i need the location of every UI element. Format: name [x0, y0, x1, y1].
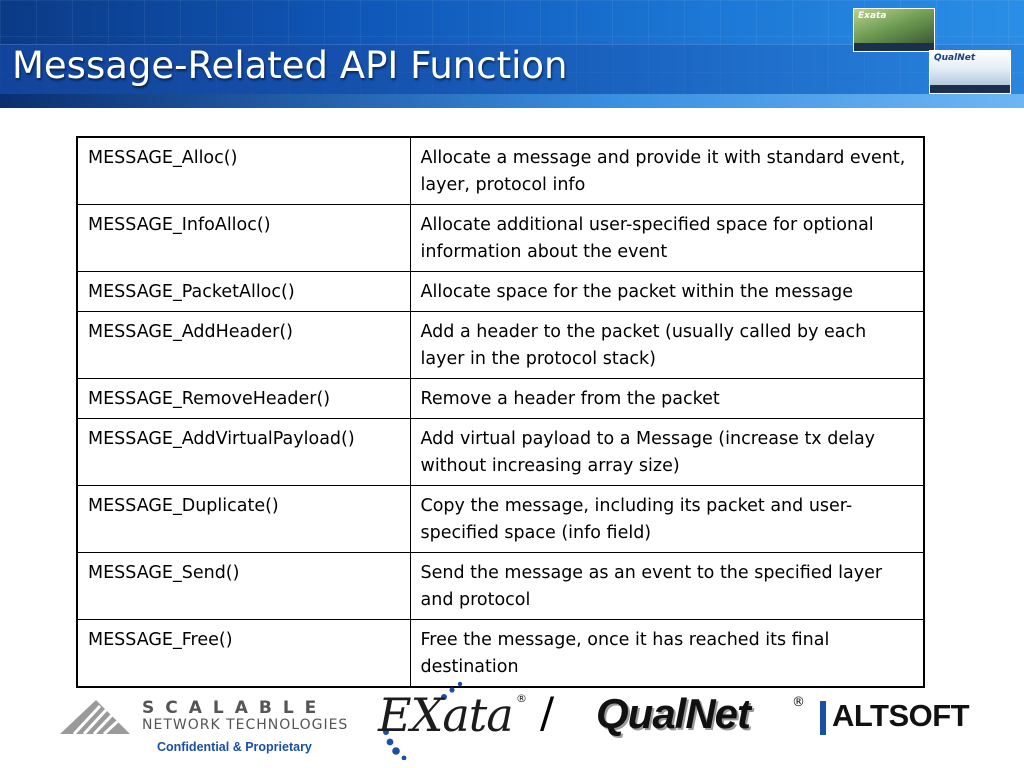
function-name-cell: MESSAGE_Send() [76, 552, 411, 620]
table-row: MESSAGE_InfoAlloc()Allocate additional u… [76, 204, 925, 272]
function-name-cell: MESSAGE_Alloc() [76, 136, 411, 205]
function-description-cell: Copy the message, including its packet a… [409, 485, 925, 553]
function-name-cell: MESSAGE_AddVirtualPayload() [76, 418, 411, 486]
table-row: MESSAGE_PacketAlloc()Allocate space for … [76, 271, 925, 312]
logo-separator: / [540, 688, 555, 737]
snt-subtitle: NETWORK TECHNOLOGIES [142, 717, 349, 733]
function-description-cell: Add virtual payload to a Message (increa… [409, 418, 925, 486]
exata-wordmark: EXata [378, 688, 514, 742]
qualnet-registered-mark: ® [792, 695, 805, 710]
table-row: MESSAGE_Alloc()Allocate a message and pr… [76, 136, 925, 205]
scalable-network-technologies-logo: SCALABLE NETWORK TECHNOLOGIES Confidenti… [60, 698, 347, 760]
confidential-label: Confidential & Proprietary [157, 740, 312, 754]
exata-dots-icon [383, 681, 463, 760]
altsoft-bar [820, 701, 826, 735]
function-name-cell: MESSAGE_PacketAlloc() [76, 271, 411, 312]
qualnet-logo: QualNet [596, 690, 751, 737]
page-title: Message-Related API Function [12, 44, 568, 87]
api-table-body: MESSAGE_Alloc()Allocate a message and pr… [76, 136, 925, 688]
table-row: MESSAGE_Free()Free the message, once it … [76, 619, 925, 688]
function-description-cell: Allocate space for the packet within the… [409, 271, 925, 312]
header-stripe [0, 94, 1024, 108]
snt-wordmark: SCALABLE [142, 698, 328, 718]
altsoft-logo: ALTSOFT [832, 698, 970, 733]
function-description-cell: Allocate additional user-specified space… [409, 204, 925, 272]
thumbnail-bar [930, 85, 1010, 93]
function-name-cell: MESSAGE_Duplicate() [76, 485, 411, 553]
function-description-cell: Free the message, once it has reached it… [409, 619, 925, 688]
thumbnail-bar [854, 43, 934, 51]
table-row: MESSAGE_Send()Send the message as an eve… [76, 552, 925, 620]
exata-registered-mark: ® [516, 692, 527, 705]
function-description-cell: Send the message as an event to the spec… [409, 552, 925, 620]
table-row: MESSAGE_AddVirtualPayload()Add virtual p… [76, 418, 925, 486]
title-bar [0, 44, 1024, 94]
table-row: MESSAGE_Duplicate()Copy the message, inc… [76, 485, 925, 553]
function-name-cell: MESSAGE_InfoAlloc() [76, 204, 411, 272]
exata-logo: EXata ® [378, 680, 528, 760]
function-description-cell: Remove a header from the packet [409, 378, 925, 419]
api-function-table: MESSAGE_Alloc()Allocate a message and pr… [76, 136, 925, 688]
function-name-cell: MESSAGE_Free() [76, 619, 411, 688]
exata-thumbnail-label: Exata [858, 11, 887, 21]
header-banner: Message-Related API Function Exata QualN… [0, 0, 1024, 108]
function-description-cell: Add a header to the packet (usually call… [409, 311, 925, 379]
table-row: MESSAGE_RemoveHeader()Remove a header fr… [76, 378, 925, 419]
qualnet-thumbnail-label: QualNet [934, 53, 976, 63]
exata-thumbnail: Exata [853, 8, 935, 52]
snt-triangle-icon [60, 700, 130, 736]
function-name-cell: MESSAGE_RemoveHeader() [76, 378, 411, 419]
qualnet-thumbnail: QualNet [929, 50, 1011, 94]
function-description-cell: Allocate a message and provide it with s… [409, 136, 925, 205]
table-row: MESSAGE_AddHeader()Add a header to the p… [76, 311, 925, 379]
function-name-cell: MESSAGE_AddHeader() [76, 311, 411, 379]
